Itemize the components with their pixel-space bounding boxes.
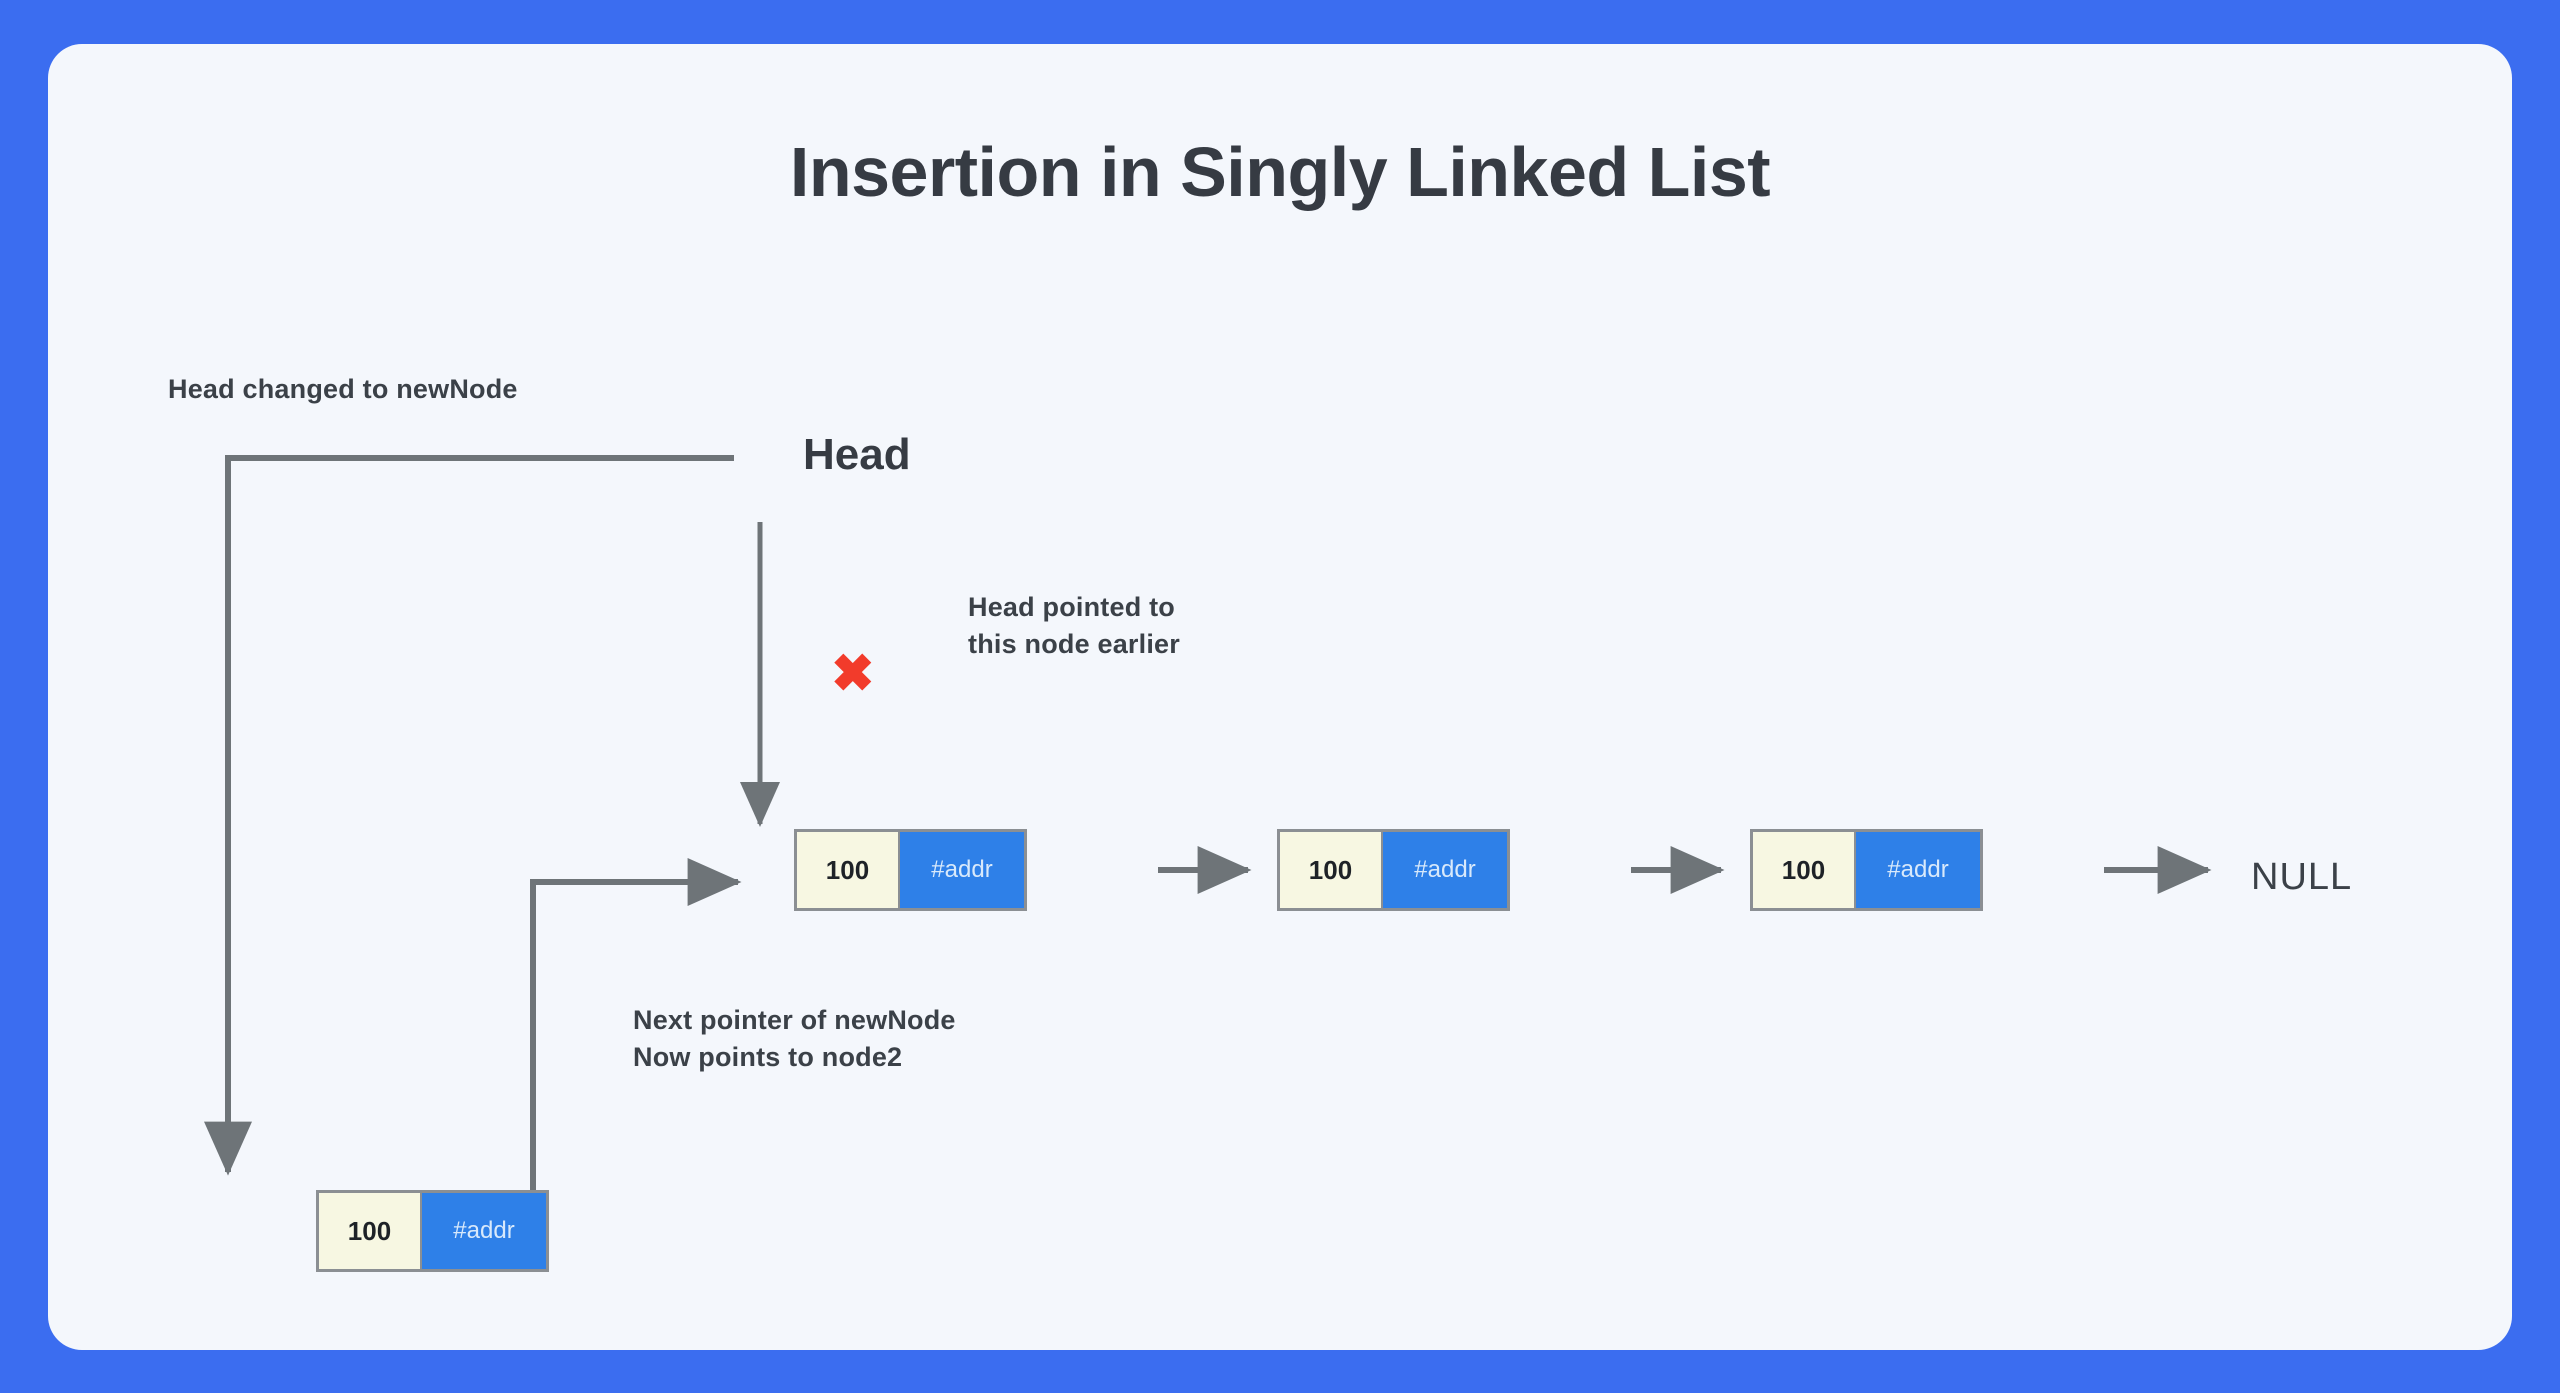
head-pointer-label: Head bbox=[803, 430, 911, 479]
new-node: 100 #addr bbox=[316, 1190, 549, 1272]
node-data-cell: 100 bbox=[319, 1193, 420, 1269]
head-to-newnode-connector bbox=[204, 455, 734, 1176]
node-data-cell: 100 bbox=[1753, 832, 1854, 908]
list-node-1: 100 #addr bbox=[794, 829, 1027, 911]
annotation-head-pointed: Head pointed to this node earlier bbox=[968, 592, 1180, 659]
node-pointer-cell: #addr bbox=[1381, 832, 1507, 908]
node-pointer-cell: #addr bbox=[898, 832, 1024, 908]
node-pointer-cell: #addr bbox=[1854, 832, 1980, 908]
list-node-2: 100 #addr bbox=[1277, 829, 1510, 911]
page-title: Insertion in Singly Linked List bbox=[789, 133, 1771, 211]
node-data-cell: 100 bbox=[1280, 832, 1381, 908]
newnode-next-connector bbox=[530, 858, 742, 1190]
connector-layer bbox=[204, 455, 2212, 1190]
null-terminator-label: NULL bbox=[2251, 856, 2353, 898]
annotation-next-pointer: Next pointer of newNode Now points to no… bbox=[633, 1005, 956, 1072]
node-data-cell: 100 bbox=[797, 832, 898, 908]
node-pointer-cell: #addr bbox=[420, 1193, 546, 1269]
diagram-panel: Insertion in Singly Linked List Head bbox=[48, 44, 2512, 1350]
cross-mark-icon: ✖ bbox=[831, 645, 875, 703]
annotation-head-changed: Head changed to newNode bbox=[168, 374, 518, 404]
list-node-3: 100 #addr bbox=[1750, 829, 1983, 911]
